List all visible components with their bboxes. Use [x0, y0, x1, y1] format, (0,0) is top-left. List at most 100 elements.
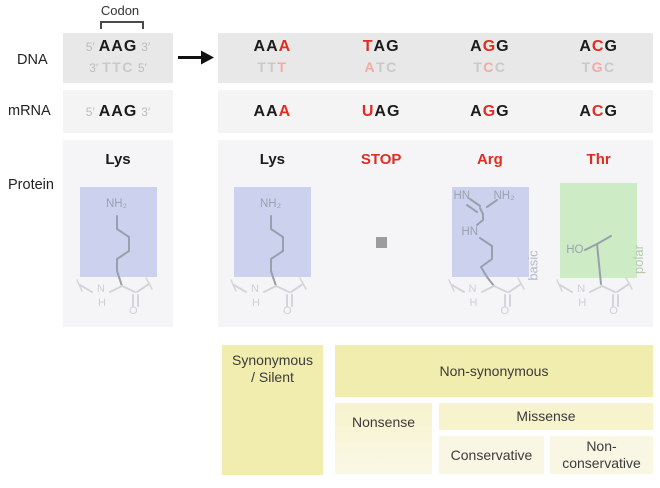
mutated-complement-letter: C — [483, 59, 495, 75]
mutated-letter: A — [278, 38, 292, 55]
non-conservative-label-line1: Non- — [586, 438, 617, 454]
original-dna-top-strand: 5′ AAG 3′ — [63, 36, 173, 58]
mutation-arrow-icon — [178, 50, 214, 65]
mutated-protein-box: Lys NH₂ N H O — [218, 140, 653, 327]
complement-letters: T — [581, 59, 592, 75]
mutated-letter: T — [362, 38, 374, 55]
amino-acid-name: Thr — [586, 151, 611, 168]
synonymous-label-line2: / Silent — [251, 369, 294, 385]
threonine-structure-icon — [556, 235, 633, 307]
backbone-n-label: N — [251, 283, 259, 295]
mutated-letter: U — [361, 102, 375, 120]
hn-label: HN — [453, 190, 471, 202]
stop-codon-name: STOP — [360, 151, 402, 168]
three-prime-label: 3′ — [89, 61, 99, 75]
lysine-structure-icon — [76, 215, 153, 307]
backbone-o-label: O — [129, 305, 138, 317]
codon-letters: A — [470, 38, 483, 55]
amino-acid-name: Arg — [476, 151, 503, 168]
basic-property-tag: basic — [525, 250, 541, 281]
lysine-structure-icon — [230, 215, 307, 307]
arginine-sidechain-highlight — [451, 187, 529, 277]
mutated-complement-letter: T — [277, 59, 288, 75]
mutated-letter: C — [591, 102, 605, 120]
protein-column-arg: Arg HN NH₂ — [436, 140, 545, 327]
backbone-o-label: O — [609, 305, 618, 317]
original-protein-box: Lys NH₂ N H O — [63, 140, 173, 327]
non-conservative-label-line2: conservative — [562, 455, 641, 471]
synonymous-label-line1: Synonymous — [232, 352, 313, 368]
mutated-letter: C — [591, 38, 605, 55]
codon-letters: AG — [374, 102, 401, 120]
row-label-dna: DNA — [17, 52, 48, 68]
five-prime-label: 5′ — [85, 40, 95, 54]
original-mrna-box: 5′ AAG 3′ — [63, 90, 173, 133]
lysine-sidechain-highlight — [80, 187, 157, 277]
mutated-letter: G — [482, 102, 497, 120]
conservative-label: Conservative — [450, 446, 533, 463]
lysine-sidechain-highlight — [234, 187, 311, 277]
original-dna-codon: AAG — [98, 38, 138, 55]
codon-bracket — [100, 21, 144, 29]
arginine-structure-icon — [447, 198, 525, 307]
synonymous-silent-box: Synonymous / Silent — [222, 345, 323, 475]
original-dna-complement: TTC — [102, 59, 134, 75]
mutated-letter: A — [278, 102, 292, 120]
backbone-h-label: H — [98, 297, 106, 309]
protein-column-lys: Lys NH₂ N H O — [218, 140, 327, 327]
row-label-protein: Protein — [8, 177, 54, 193]
complement-letters: C — [494, 59, 507, 75]
codon-letters: G — [604, 38, 618, 55]
codon-letters: AG — [373, 38, 400, 55]
codon-letters: G — [496, 102, 510, 120]
non-synonymous-box: Non-synonymous — [335, 345, 653, 397]
backbone-n-label: N — [97, 283, 105, 295]
backbone-o-label: O — [283, 305, 292, 317]
conservative-box: Conservative — [439, 436, 544, 474]
backbone-h-label: H — [252, 297, 260, 309]
original-mrna-codon: AAG — [98, 102, 138, 120]
amino-acid-name: Lys — [259, 151, 286, 168]
three-prime-label: 3′ — [141, 40, 151, 54]
original-dna-box: 5′ AAG 3′ 3′ TTC 5′ — [63, 33, 173, 83]
backbone-h-label: H — [469, 297, 478, 309]
complement-letters: C — [604, 59, 616, 75]
five-prime-label: 5′ — [85, 104, 95, 119]
backbone-n-label: N — [577, 283, 586, 295]
backbone-h-label: H — [578, 297, 587, 309]
protein-column-thr: Thr HO N H O polar — [544, 140, 653, 327]
row-label-mrna: mRNA — [8, 103, 51, 119]
codon-letters: A — [579, 38, 592, 55]
codon-letters: AA — [253, 102, 279, 120]
missense-label: Missense — [516, 408, 576, 424]
original-dna-bottom-strand: 3′ TTC 5′ — [63, 58, 173, 76]
codon-letters: AA — [253, 38, 279, 55]
nonsense-box: Nonsense — [335, 403, 432, 474]
ho-label: HO — [566, 244, 584, 256]
nh2-label: NH₂ — [260, 198, 282, 210]
non-synonymous-label: Non-synonymous — [439, 362, 549, 379]
complement-letters: TT — [257, 59, 278, 75]
nonsense-label: Nonsense — [351, 414, 416, 430]
codon-letters: A — [470, 102, 483, 120]
mutated-complement-letter: G — [591, 59, 605, 75]
backbone-o-label: O — [500, 305, 510, 317]
mutated-complement-letter: A — [364, 59, 377, 75]
nh2-label: NH₂ — [493, 190, 515, 202]
mutated-letter: G — [482, 38, 497, 55]
nh2-label: NH₂ — [106, 198, 128, 210]
stop-square-icon — [375, 237, 387, 248]
five-prime-label: 5′ — [137, 61, 147, 75]
non-conservative-box: Non- conservative — [550, 436, 653, 474]
backbone-n-label: N — [468, 283, 477, 295]
